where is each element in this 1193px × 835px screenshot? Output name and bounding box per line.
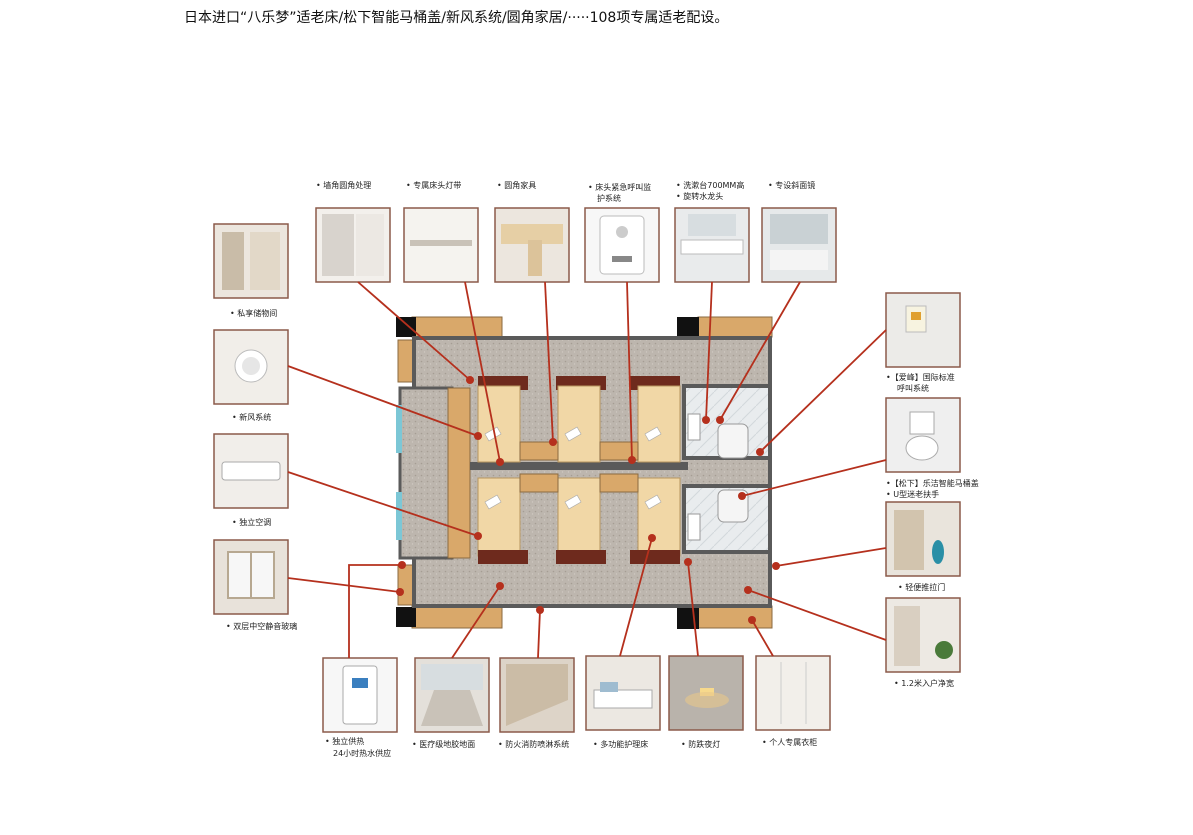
label-night-light: • 防跌夜灯 [681, 739, 720, 749]
photo-intl-call [885, 292, 961, 368]
photo-floor [414, 657, 490, 733]
photo-fresh-air [213, 329, 289, 405]
leader-lines [287, 281, 887, 659]
label-light-strip: • 专属床头灯带 [406, 180, 461, 190]
leader-dots [396, 376, 780, 624]
photo-storage [213, 223, 289, 299]
bed-row-bottom [477, 473, 681, 564]
label-call-system-2: 护系统 [597, 193, 621, 203]
photo-thumbnails [213, 207, 961, 733]
photo-corner [315, 207, 391, 283]
photo-wardrobe [755, 655, 831, 731]
label-mirror: • 专设斜面镜 [768, 180, 815, 190]
label-floor: • 医疗级地胶地面 [412, 739, 475, 749]
label-intl-call-2: 呼叫系统 [897, 383, 929, 393]
photo-entry [885, 597, 961, 673]
floor-plan [396, 316, 773, 629]
label-round-furniture: • 圆角家具 [497, 180, 536, 190]
photo-ac [213, 433, 289, 509]
label-heater-2: 24小时热水供应 [333, 748, 391, 758]
label-ac: • 独立空调 [232, 517, 271, 527]
label-basin-1: • 洗漱台700MM高 [676, 180, 744, 190]
photo-door [885, 501, 961, 577]
photo-mirror [761, 207, 837, 283]
page-caption: 日本进口“八乐梦”适老床/松下智能马桶盖/新风系统/圆角家居/·····108项… [184, 10, 729, 26]
feature-labels: • 墙角圆角处理 • 专属床头灯带 • 圆角家具 • 床头紧急呼叫监 护系统 •… [226, 180, 979, 758]
label-wardrobe: • 个人专属衣柜 [762, 737, 817, 747]
label-heater-1: • 独立供热 [325, 736, 364, 746]
label-glass: • 双层中空静音玻璃 [226, 621, 297, 631]
photo-glass [213, 539, 289, 615]
label-toilet-2: • U型迷老扶手 [886, 489, 939, 499]
photo-night-light [668, 655, 744, 731]
label-corner: • 墙角圆角处理 [316, 180, 371, 190]
label-care-bed: • 多功能护理床 [593, 739, 648, 749]
label-fresh-air: • 新风系统 [232, 412, 271, 422]
label-sprinkler: • 防火消防喷淋系统 [498, 739, 569, 749]
label-toilet-1: •【松下】乐洁智能马桶盖 [886, 478, 979, 488]
photo-call-system [584, 207, 660, 283]
photo-sprinkler [499, 657, 575, 733]
photo-basin [674, 207, 750, 283]
photo-round-furniture [494, 207, 570, 283]
label-call-system-1: • 床头紧急呼叫监 [588, 182, 651, 192]
label-door: • 轻便推拉门 [898, 582, 945, 592]
photo-toilet [885, 397, 961, 473]
label-storage: • 私享储物间 [230, 308, 277, 318]
label-entry: • 1.2米入户净宽 [894, 678, 954, 688]
label-intl-call-1: •【爱峰】国际标准 [886, 372, 955, 382]
photo-water-heater [322, 657, 398, 733]
photo-care-bed [585, 655, 661, 731]
label-basin-2: • 旋转水龙头 [676, 191, 723, 201]
photo-light-strip [403, 207, 479, 283]
bed-row-top [477, 376, 681, 463]
